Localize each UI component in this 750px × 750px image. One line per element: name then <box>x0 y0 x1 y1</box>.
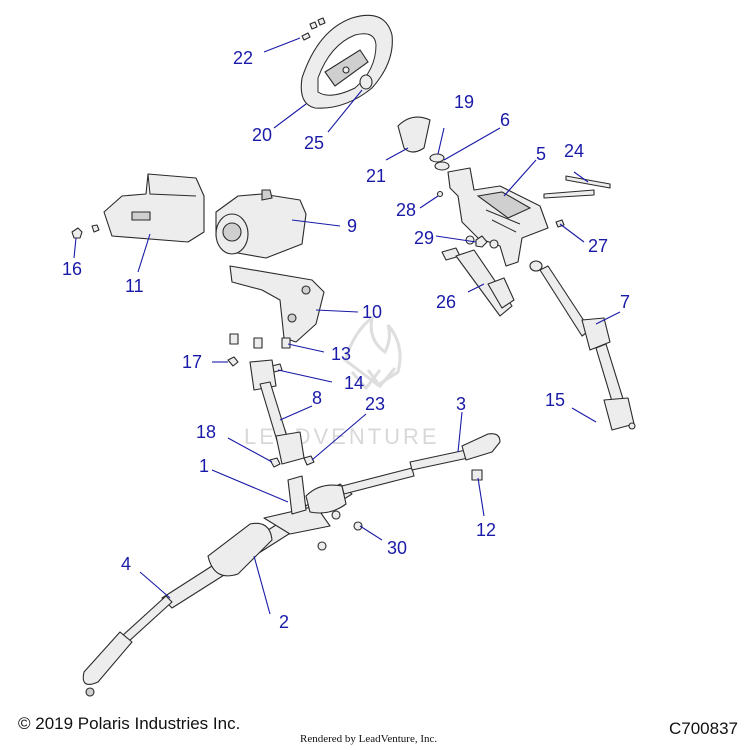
callout-25[interactable]: 25 <box>304 133 324 153</box>
watermark-logo-icon <box>343 314 402 387</box>
wheel-bolts[interactable] <box>301 17 326 41</box>
callout-12[interactable]: 12 <box>476 520 496 540</box>
callout-1[interactable]: 1 <box>199 456 209 476</box>
callout-21[interactable]: 21 <box>366 166 386 186</box>
callout-18[interactable]: 18 <box>196 422 216 442</box>
callout-23[interactable]: 23 <box>365 394 385 414</box>
callout-leaders <box>73 37 621 615</box>
bracket-bolts[interactable] <box>229 333 291 349</box>
callout-10[interactable]: 10 <box>362 302 382 322</box>
callout-labels: 1 2 3 4 5 6 7 8 9 10 11 12 13 14 15 16 1… <box>62 48 630 632</box>
diagram-id: C700837 <box>668 719 738 738</box>
retaining-ring[interactable] <box>434 161 450 171</box>
copyright-notice: © 2019 Polaris Industries Inc. <box>18 714 241 733</box>
steering-rack-assembly[interactable] <box>161 467 415 609</box>
callout-13[interactable]: 13 <box>331 344 351 364</box>
castle-nut-12[interactable] <box>471 469 483 481</box>
bolt-17[interactable] <box>227 356 239 367</box>
tie-rod-left[interactable] <box>82 595 173 697</box>
callout-19[interactable]: 19 <box>454 92 474 112</box>
tilt-column-bracket[interactable] <box>447 167 549 267</box>
callout-28[interactable]: 28 <box>396 200 416 220</box>
bushing-ring[interactable] <box>429 153 445 163</box>
small-nut[interactable] <box>436 190 444 198</box>
steering-wheel[interactable] <box>300 14 393 109</box>
callout-30[interactable]: 30 <box>387 538 407 558</box>
callout-2[interactable]: 2 <box>279 612 289 632</box>
callout-4[interactable]: 4 <box>121 554 131 574</box>
lock-nut[interactable] <box>475 235 488 248</box>
callout-9[interactable]: 9 <box>347 216 357 236</box>
rack-nuts[interactable] <box>317 510 363 551</box>
callout-5[interactable]: 5 <box>536 144 546 164</box>
callout-27[interactable]: 27 <box>588 236 608 256</box>
tilt-gas-strut[interactable] <box>441 247 515 317</box>
callout-22[interactable]: 22 <box>233 48 253 68</box>
callout-26[interactable]: 26 <box>436 292 456 312</box>
callout-29[interactable]: 29 <box>414 228 434 248</box>
tie-rod-right[interactable] <box>409 433 501 471</box>
lower-intermediate-shaft[interactable] <box>249 359 305 465</box>
upper-intermediate-shaft[interactable] <box>529 260 636 431</box>
callout-7[interactable]: 7 <box>620 292 630 312</box>
bolt-23[interactable] <box>303 455 315 466</box>
column-boot[interactable] <box>397 116 431 153</box>
callout-17[interactable]: 17 <box>182 352 202 372</box>
bolt-18[interactable] <box>269 457 281 468</box>
cover-screw-a[interactable] <box>71 227 83 239</box>
cover-screw-b[interactable] <box>91 224 100 233</box>
callout-6[interactable]: 6 <box>500 110 510 130</box>
rendered-by-credit: Rendered by LeadVenture, Inc. <box>300 733 438 745</box>
callout-20[interactable]: 20 <box>252 125 272 145</box>
callout-11[interactable]: 11 <box>125 276 144 296</box>
callout-24[interactable]: 24 <box>564 141 584 161</box>
callout-3[interactable]: 3 <box>456 394 466 414</box>
bolt-long-b[interactable] <box>543 189 595 199</box>
callout-8[interactable]: 8 <box>312 388 322 408</box>
eps-mount-bracket[interactable] <box>229 265 325 343</box>
callout-14[interactable]: 14 <box>344 373 364 393</box>
wheel-nut[interactable] <box>359 74 373 90</box>
callout-16[interactable]: 16 <box>62 259 82 279</box>
callout-15[interactable]: 15 <box>545 390 565 410</box>
power-steering-unit[interactable] <box>215 189 307 259</box>
column-cover[interactable] <box>103 173 205 243</box>
